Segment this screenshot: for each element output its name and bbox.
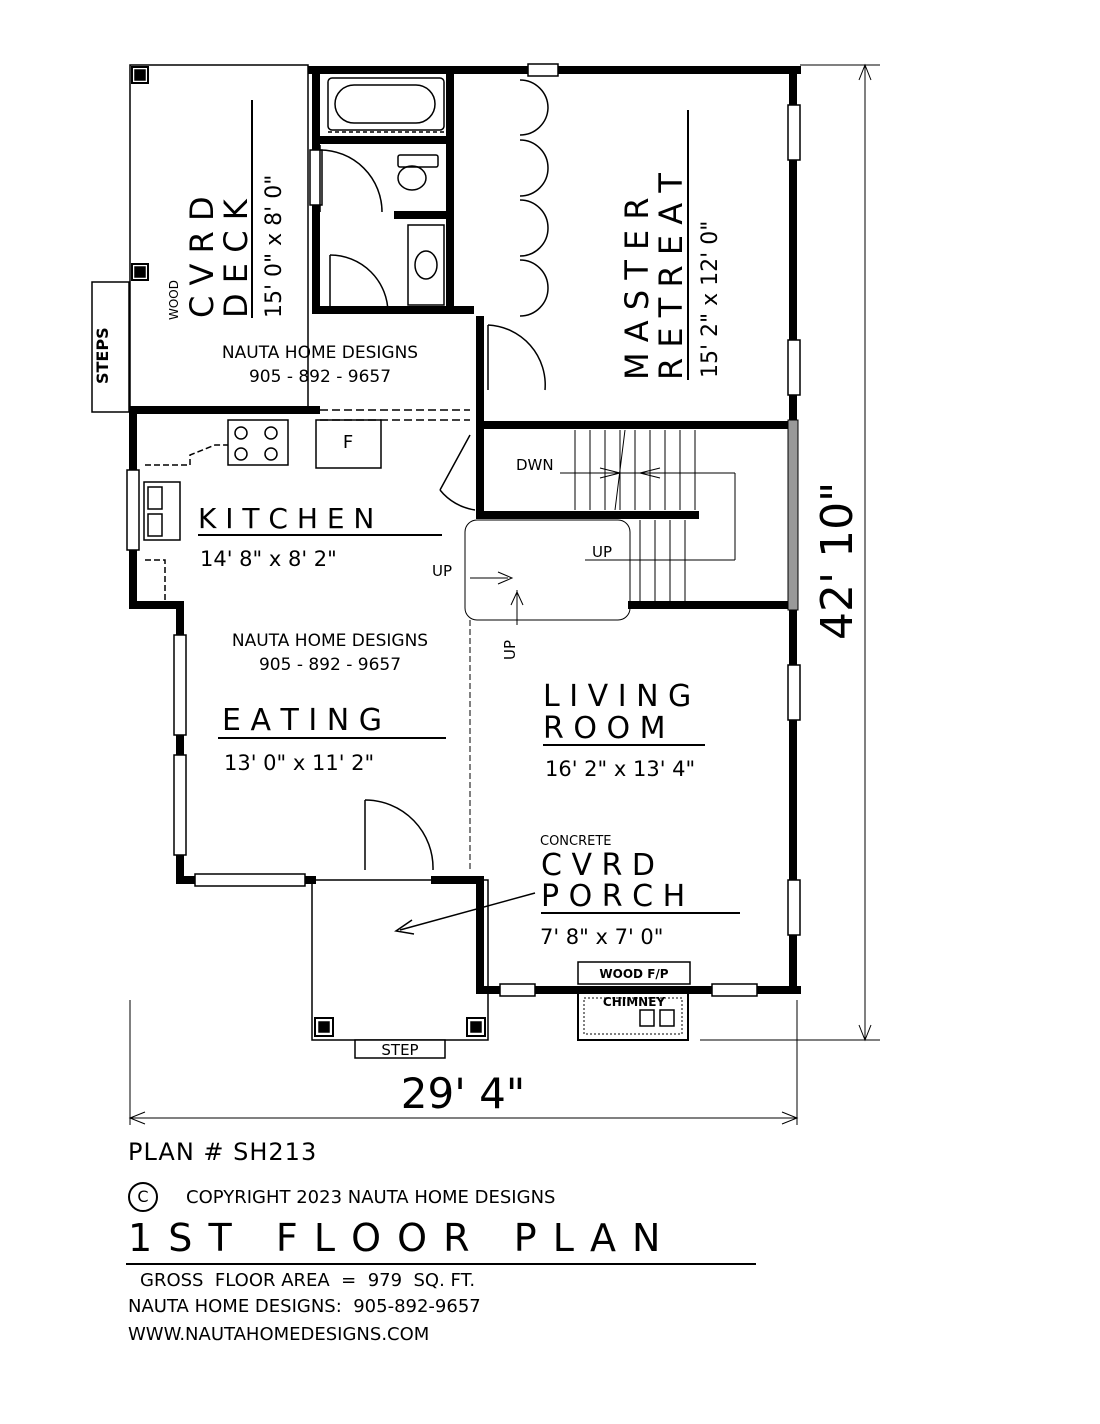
- fireplace: [577, 961, 691, 1041]
- porch-material: CONCRETE: [540, 834, 612, 849]
- kitchen-size: 14' 8" x 8' 2": [200, 547, 337, 571]
- fridge-label: F: [343, 432, 353, 453]
- living-name-line2: R O O M: [543, 711, 666, 746]
- plan-title-underline: [126, 1263, 756, 1265]
- master-name-line1: M A S T E R: [618, 197, 656, 380]
- width-dimension: 29' 4": [401, 1069, 525, 1118]
- porch-size: 7' 8" x 7' 0": [540, 925, 663, 949]
- copyright-symbol: C: [128, 1182, 158, 1212]
- living-size: 16' 2" x 13' 4": [545, 757, 695, 781]
- up-label-stairs: UP: [592, 543, 612, 561]
- copyright-row: C COPYRIGHT 2023 NAUTA HOME DESIGNS: [128, 1182, 555, 1212]
- step-label: STEP: [381, 1041, 418, 1059]
- eating-company: NAUTA HOME DESIGNS: [232, 631, 428, 651]
- dwn-label: DWN: [516, 456, 554, 474]
- up-label-vertical: UP: [501, 640, 519, 660]
- living-name-line1: L I V I N G: [543, 679, 691, 714]
- deck-name-line2: D E C K: [217, 198, 255, 318]
- deck-material: WOOD: [167, 280, 181, 320]
- entry-porch: [311, 879, 536, 1059]
- plan-number: PLAN # SH213: [128, 1138, 318, 1166]
- chimney-label: CHIMNEY: [603, 995, 665, 1009]
- gross-floor-area: GROSS FLOOR AREA = 979 SQ. FT.: [140, 1270, 476, 1291]
- eating-name: E A T I N G: [222, 703, 382, 738]
- staircase: [464, 429, 736, 870]
- deck-size: 15' 0" x 8' 0": [262, 175, 287, 318]
- windows: [126, 63, 801, 997]
- website-line: WWW.NAUTAHOMEDESIGNS.COM: [128, 1324, 430, 1345]
- porch-name-line1: C V R D: [541, 848, 655, 883]
- deck-phone: 905 - 892 - 9657: [249, 367, 391, 387]
- dimension-lines: [128, 63, 880, 1125]
- eating-size: 13' 0" x 11' 2": [224, 751, 374, 775]
- steps-label: STEPS: [93, 327, 112, 384]
- depth-dimension: 42' 10": [812, 482, 863, 640]
- eating-phone: 905 - 892 - 9657: [259, 655, 401, 675]
- master-name-line2: R E T R E A T: [652, 173, 690, 380]
- wood-fireplace-label: WOOD F/P: [599, 967, 668, 981]
- deck-name-line1: C V R D: [183, 196, 221, 318]
- kitchen-counters: [143, 419, 382, 600]
- plan-title: 1 S T F L O O R P L A N: [128, 1216, 663, 1260]
- up-label-landing: UP: [432, 562, 452, 580]
- porch-name-line2: P O R C H: [541, 879, 685, 914]
- master-size: 15' 2" x 12' 0": [698, 221, 723, 378]
- contact-line: NAUTA HOME DESIGNS: 905-892-9657: [128, 1296, 481, 1317]
- deck-company: NAUTA HOME DESIGNS: [222, 343, 418, 363]
- copyright-text: COPYRIGHT 2023 NAUTA HOME DESIGNS: [186, 1186, 556, 1208]
- bathroom-fixtures: [327, 77, 445, 306]
- kitchen-name: K I T C H E N: [198, 502, 374, 535]
